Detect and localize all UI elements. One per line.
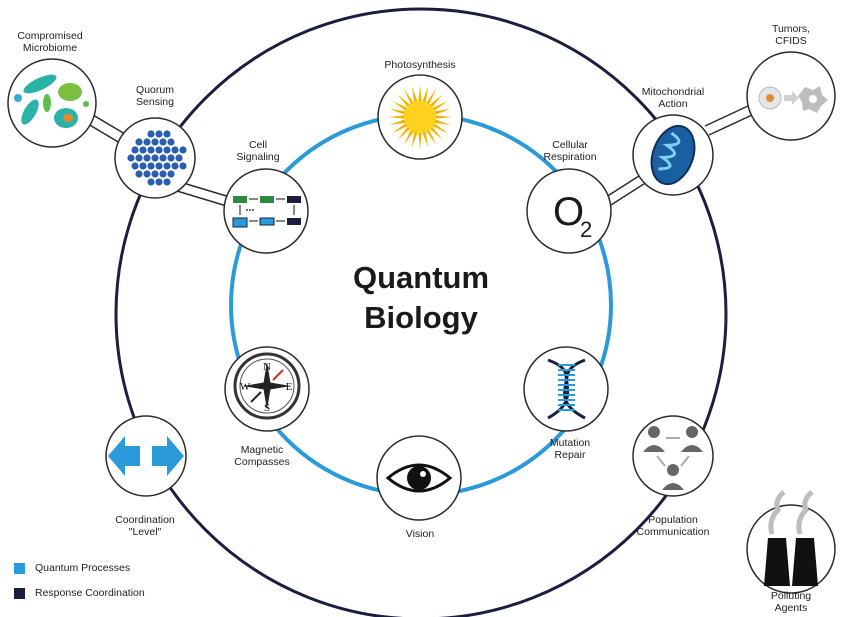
sun-icon — [388, 85, 452, 149]
connector-quorum-signaling — [176, 181, 234, 208]
node-vision — [376, 435, 462, 521]
label-polluting-agents: Polluting Agents — [770, 590, 812, 614]
legend-label-quantum: Quantum Processes — [35, 562, 131, 574]
eye-icon — [385, 463, 453, 493]
people-network-icon — [643, 426, 703, 490]
title-line-1: Quantum — [352, 260, 490, 295]
label-tumors-cfids: Tumors, CFIDS — [771, 23, 811, 47]
connector-microbiome-quorum — [87, 114, 126, 144]
legend-item-quantum: Quantum Processes — [14, 562, 130, 574]
node-coordination-level — [105, 415, 187, 497]
node-quorum-sensing — [114, 117, 196, 199]
smokestacks-icon — [764, 490, 818, 586]
label-mutation-repair: Mutation Repair — [549, 437, 591, 461]
label-compromised-microbiome: Compromised Microbiome — [17, 30, 83, 54]
mitochondrion-icon — [650, 124, 696, 186]
label-magnetic-compasses: Magnetic Compasses — [234, 444, 290, 468]
label-coordination-level: Coordination "Level" — [115, 514, 175, 538]
diagram-title: Quantum Biology — [296, 258, 546, 338]
signaling-pathway-icon — [232, 196, 301, 228]
label-quorum-sensing: Quorum Sensing — [136, 84, 174, 108]
node-polluting-agents — [746, 490, 836, 594]
svg-text:2: 2 — [580, 217, 592, 242]
node-population-communication — [632, 415, 714, 497]
svg-text:N: N — [263, 361, 271, 373]
legend-label-coordination: Response Coordination — [35, 587, 145, 599]
node-cell-signaling — [223, 168, 309, 254]
node-mutation-repair — [523, 346, 609, 432]
legend-swatch-coordination — [14, 587, 25, 599]
title-line-2: Biology — [364, 300, 478, 335]
cell-transformation-icon — [758, 86, 828, 113]
svg-text:W: W — [240, 381, 251, 393]
compass-icon: N S E W — [233, 352, 301, 420]
legend-item-coordination: Response Coordination — [14, 587, 145, 599]
legend-swatch-quantum — [14, 562, 25, 574]
node-tumors-cfids — [746, 51, 836, 141]
node-compromised-microbiome — [7, 58, 97, 148]
node-mitochondrial-action — [632, 114, 714, 196]
label-mitochondrial-action: Mitochondrial Action — [641, 86, 705, 110]
label-cellular-respiration: Cellular Respiration — [543, 139, 597, 163]
svg-text:E: E — [286, 381, 293, 393]
bacteria-cluster-icon — [127, 130, 187, 186]
node-cellular-respiration: O 2 — [526, 168, 612, 254]
svg-text:S: S — [264, 402, 270, 414]
node-photosynthesis — [377, 74, 463, 160]
node-magnetic-compasses: N S E W — [224, 346, 310, 432]
response-coordination-ring — [114, 7, 728, 617]
label-vision: Vision — [405, 528, 435, 540]
label-cell-signaling: Cell Signaling — [236, 139, 280, 163]
svg-text:O: O — [553, 190, 584, 234]
microbes-icon — [14, 74, 89, 128]
label-photosynthesis: Photosynthesis — [384, 59, 456, 71]
label-population-communication: Population Communication — [636, 514, 710, 538]
dna-helix-icon — [547, 358, 586, 420]
double-arrow-icon — [108, 436, 184, 476]
connector-mitochondrial-tumors — [704, 105, 753, 136]
connector-respiration-mitochondrial — [605, 173, 648, 206]
o2-molecule-icon: O 2 — [553, 190, 592, 242]
